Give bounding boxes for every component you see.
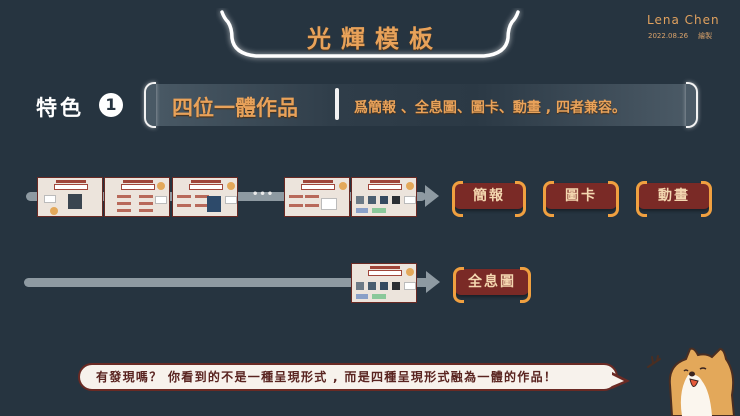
- tag-animation: 動畫: [636, 181, 712, 217]
- arrow-right-icon: [425, 185, 439, 207]
- slide-thumbnail: [351, 263, 417, 303]
- date-text: 2022.08.26: [648, 32, 689, 40]
- author-name: Lena Chen: [647, 13, 720, 27]
- feature-label: 特色: [36, 96, 84, 120]
- right-bracket-decoration: [686, 82, 698, 128]
- page-title: 光輝模板: [307, 25, 443, 53]
- feature-number-badge: 1: [99, 93, 123, 117]
- credit-text: 繪製: [698, 32, 713, 40]
- slide-thumbnail: [37, 177, 103, 217]
- shiba-dog-icon: [647, 347, 736, 416]
- feature-box: [146, 84, 696, 126]
- speech-bubble-tail-inner: [612, 375, 624, 386]
- tag-presentation: 簡報: [452, 181, 526, 217]
- slide-thumbnail: [172, 177, 238, 217]
- tag-hologram: 全息圖: [453, 267, 531, 303]
- slide-thumbnail: [351, 177, 417, 217]
- ellipsis-indicator: •••: [252, 189, 275, 200]
- slide-thumbnail: [284, 177, 350, 217]
- feature-divider: [335, 88, 339, 120]
- feature-description: 爲簡報 、全息圖、圖卡、動畫 , 四者兼容。: [354, 100, 626, 116]
- timeline-track-2: [24, 278, 430, 287]
- arrow-right-icon: [426, 271, 440, 293]
- slide-thumbnail: [104, 177, 170, 217]
- date-line: 2022.08.26 繪製: [648, 31, 712, 41]
- left-bracket-decoration: [144, 82, 156, 128]
- title-frame-decoration: [220, 10, 520, 58]
- tag-graphic-card: 圖卡: [543, 181, 619, 217]
- title-frame: 光輝模板: [216, 8, 524, 60]
- speech-bubble: 有發現嗎？ 你看到的不是一種呈現形式 , 而是四種呈現形式融為一體的作品！: [78, 363, 618, 391]
- feature-heading: 四位一體作品: [172, 96, 298, 120]
